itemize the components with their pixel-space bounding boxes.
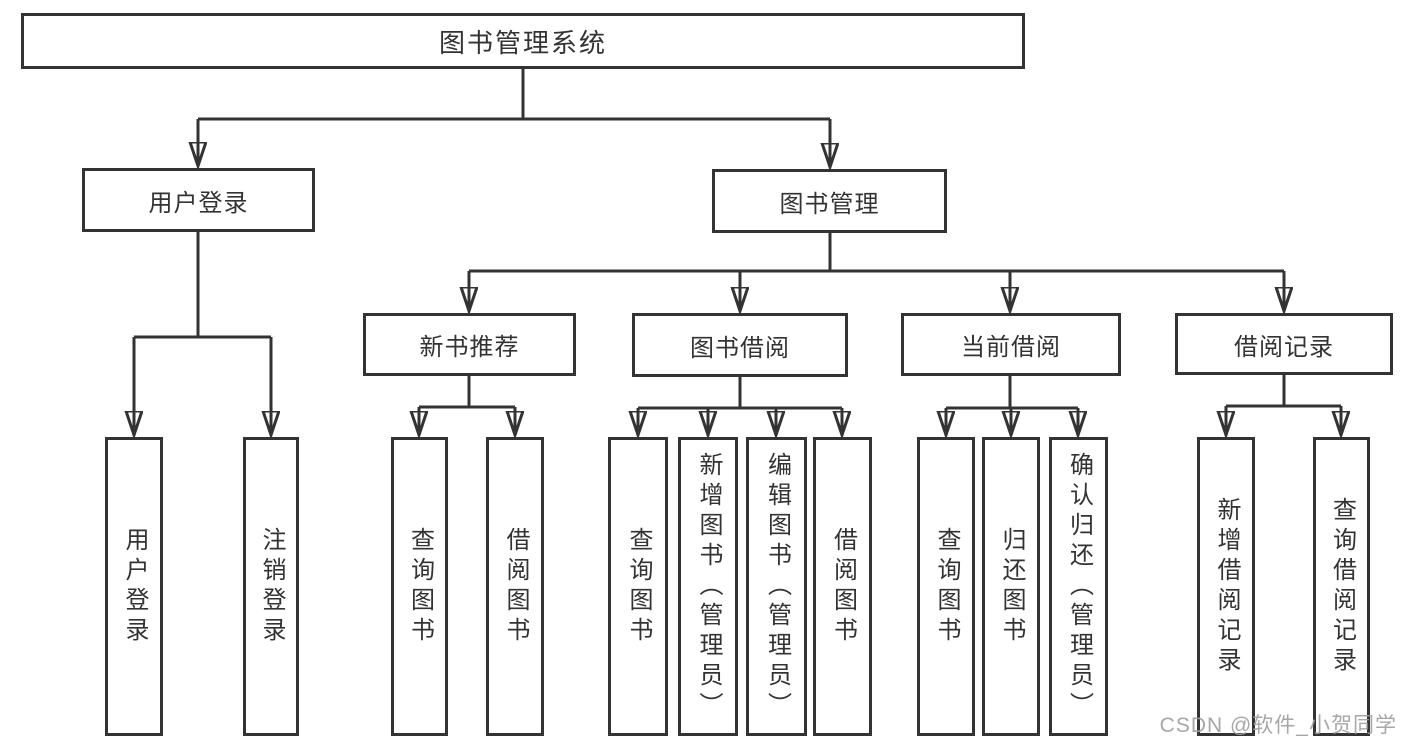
node-label: 查询借阅记录 bbox=[1328, 496, 1356, 677]
connector-current-borrowing-to-children bbox=[946, 376, 1078, 435]
node-label: 图书借阅 bbox=[690, 334, 790, 362]
node-label: 查询图书 bbox=[933, 526, 960, 647]
node-label: 新书推荐 bbox=[419, 334, 520, 361]
node-leaf-cb-confirm-return-admin: 确认归还（管理员） bbox=[1049, 437, 1108, 736]
node-label: 借阅图书 bbox=[829, 526, 857, 647]
node-leaf-logout: 注销登录 bbox=[243, 437, 299, 736]
connector-root-to-level2 bbox=[198, 69, 830, 167]
node-leaf-nbr-query-books: 查询图书 bbox=[391, 437, 448, 736]
connector-user-login-to-children bbox=[134, 232, 271, 435]
connector-borrowing-records-to-children bbox=[1226, 375, 1341, 435]
node-label: 借阅记录 bbox=[1234, 333, 1334, 361]
node-current-borrowing: 当前借阅 bbox=[901, 313, 1121, 376]
node-borrowing-records: 借阅记录 bbox=[1175, 313, 1393, 375]
node-label: 用户登录 bbox=[148, 189, 249, 217]
node-label: 图书管理 bbox=[779, 190, 880, 218]
connector-book-management-to-level3 bbox=[469, 233, 1284, 311]
node-library-management-system: 图书管理系统 bbox=[21, 13, 1025, 69]
node-leaf-cb-return-books: 归还图书 bbox=[982, 437, 1040, 736]
node-label: 用户登录 bbox=[121, 526, 148, 647]
node-label: 归还图书 bbox=[998, 526, 1025, 647]
node-book-borrowing: 图书借阅 bbox=[632, 313, 848, 377]
connector-book-borrowing-to-children bbox=[638, 377, 842, 435]
node-label: 查询图书 bbox=[406, 526, 434, 647]
node-new-book-recommend: 新书推荐 bbox=[363, 313, 576, 376]
node-leaf-bb-query-books: 查询图书 bbox=[608, 437, 668, 736]
node-leaf-br-query-record: 查询借阅记录 bbox=[1313, 437, 1370, 736]
node-label: 新增图书（管理员） bbox=[695, 451, 722, 722]
node-leaf-bb-borrow-books: 借阅图书 bbox=[813, 437, 872, 736]
node-label: 注销登录 bbox=[258, 526, 285, 647]
node-label: 当前借阅 bbox=[961, 334, 1061, 361]
node-leaf-cb-query-books: 查询图书 bbox=[917, 437, 975, 736]
node-label: 查询图书 bbox=[625, 526, 652, 647]
node-label: 借阅图书 bbox=[502, 526, 529, 647]
node-label: 确认归还（管理员） bbox=[1065, 451, 1093, 722]
node-leaf-br-add-record: 新增借阅记录 bbox=[1197, 437, 1255, 736]
node-label: 编辑图书（管理员） bbox=[763, 451, 791, 722]
node-leaf-bb-add-books-admin: 新增图书（管理员） bbox=[678, 437, 738, 736]
node-label: 新增借阅记录 bbox=[1213, 496, 1240, 677]
node-leaf-user-login: 用户登录 bbox=[105, 437, 163, 736]
connector-new-book-recommend-to-children bbox=[419, 376, 515, 435]
node-book-management: 图书管理 bbox=[712, 169, 947, 233]
node-user-login: 用户登录 bbox=[82, 168, 315, 232]
node-label: 图书管理系统 bbox=[438, 27, 607, 58]
node-leaf-bb-edit-books-admin: 编辑图书（管理员） bbox=[746, 437, 807, 736]
node-leaf-nbr-borrow-books: 借阅图书 bbox=[486, 437, 544, 736]
